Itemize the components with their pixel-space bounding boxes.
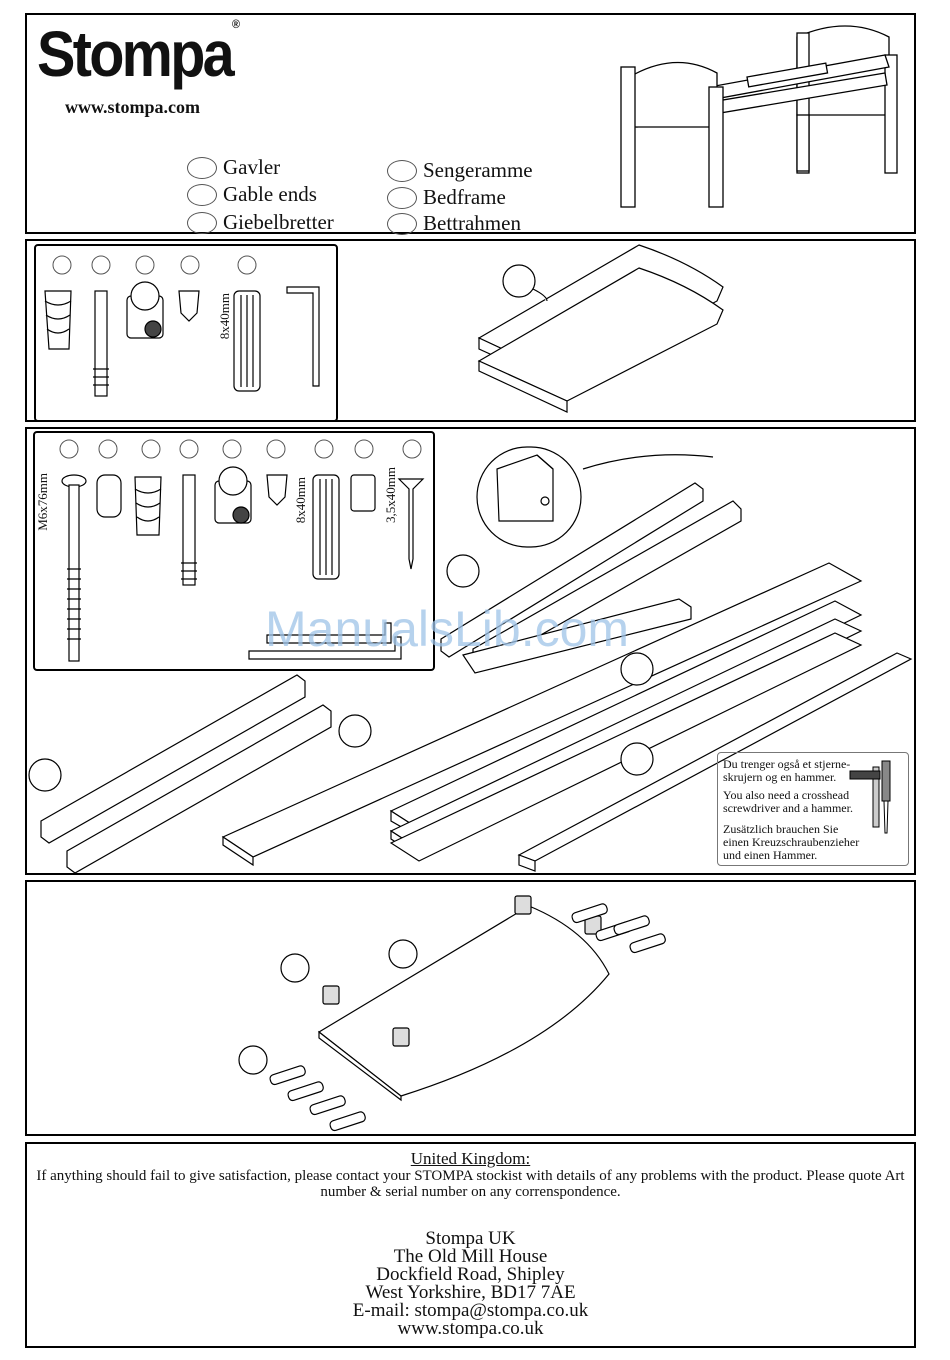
checkbox-circle-icon <box>387 160 417 182</box>
checkbox-circle-icon <box>387 213 417 235</box>
gable-assembly-drawing <box>238 895 666 1132</box>
tools-note-no: Du trenger også et stjerne- skrujern og … <box>723 757 851 784</box>
frame-parts-panel: M6x76mm 8x40mm 3,5x40mm Du trenger også … <box>25 427 916 875</box>
checkbox-circle-icon <box>387 187 417 209</box>
tools-note-de: Zusätzlich brauchen Sie einen Kreuzschra… <box>723 822 860 862</box>
dowel-size-label: 8x40mm <box>217 293 232 340</box>
address-line-2: Dockfield Road, Shipley <box>376 1264 565 1285</box>
tools-note-en: You also need a crosshead screwdriver an… <box>723 788 853 815</box>
dowel-size-label: 8x40mm <box>293 477 308 524</box>
frame-parts-drawing <box>28 439 913 874</box>
checkbox-circle-icon <box>187 184 217 206</box>
screwdriver-hammer-icon <box>849 760 891 834</box>
footer-title: United Kingdom: <box>410 1149 531 1168</box>
address-line-3: West Yorkshire, BD17 7AE <box>365 1282 576 1303</box>
footer-address: Stompa UK The Old Mill House Dockfield R… <box>27 1228 914 1339</box>
assembly-panel <box>25 880 916 1136</box>
gable-hardware-drawing <box>44 244 724 413</box>
footer-text: If anything should fail to give satisfac… <box>36 1168 905 1200</box>
screw-size-label: 3,5x40mm <box>383 467 398 523</box>
footer-panel: United Kingdom: If anything should fail … <box>25 1142 916 1348</box>
checkbox-circle-icon <box>187 157 217 179</box>
header-panel: Stompa® www.stompa.com Gavler Gable ends… <box>25 13 916 235</box>
watermark: ManualsLib.com <box>265 601 630 657</box>
website-url: www.stompa.com <box>65 97 200 117</box>
stompa-logo: Stompa® <box>37 17 240 90</box>
gable-parts-panel: 8x40mm <box>25 239 916 422</box>
hardware-box <box>33 431 435 671</box>
checkbox-circle-icon <box>187 212 217 234</box>
address-email[interactable]: E-mail: stompa@stompa.co.uk <box>352 1300 589 1321</box>
bed-illustration <box>620 25 898 208</box>
address-website[interactable]: www.stompa.co.uk <box>397 1318 544 1339</box>
address-company: Stompa UK <box>425 1228 516 1249</box>
tools-note-box: Du trenger også et stjerne- skrujern og … <box>717 752 909 866</box>
bolt-size-label: M6x76mm <box>35 473 50 531</box>
address-line-1: The Old Mill House <box>393 1246 548 1267</box>
hardware-box <box>34 244 338 422</box>
